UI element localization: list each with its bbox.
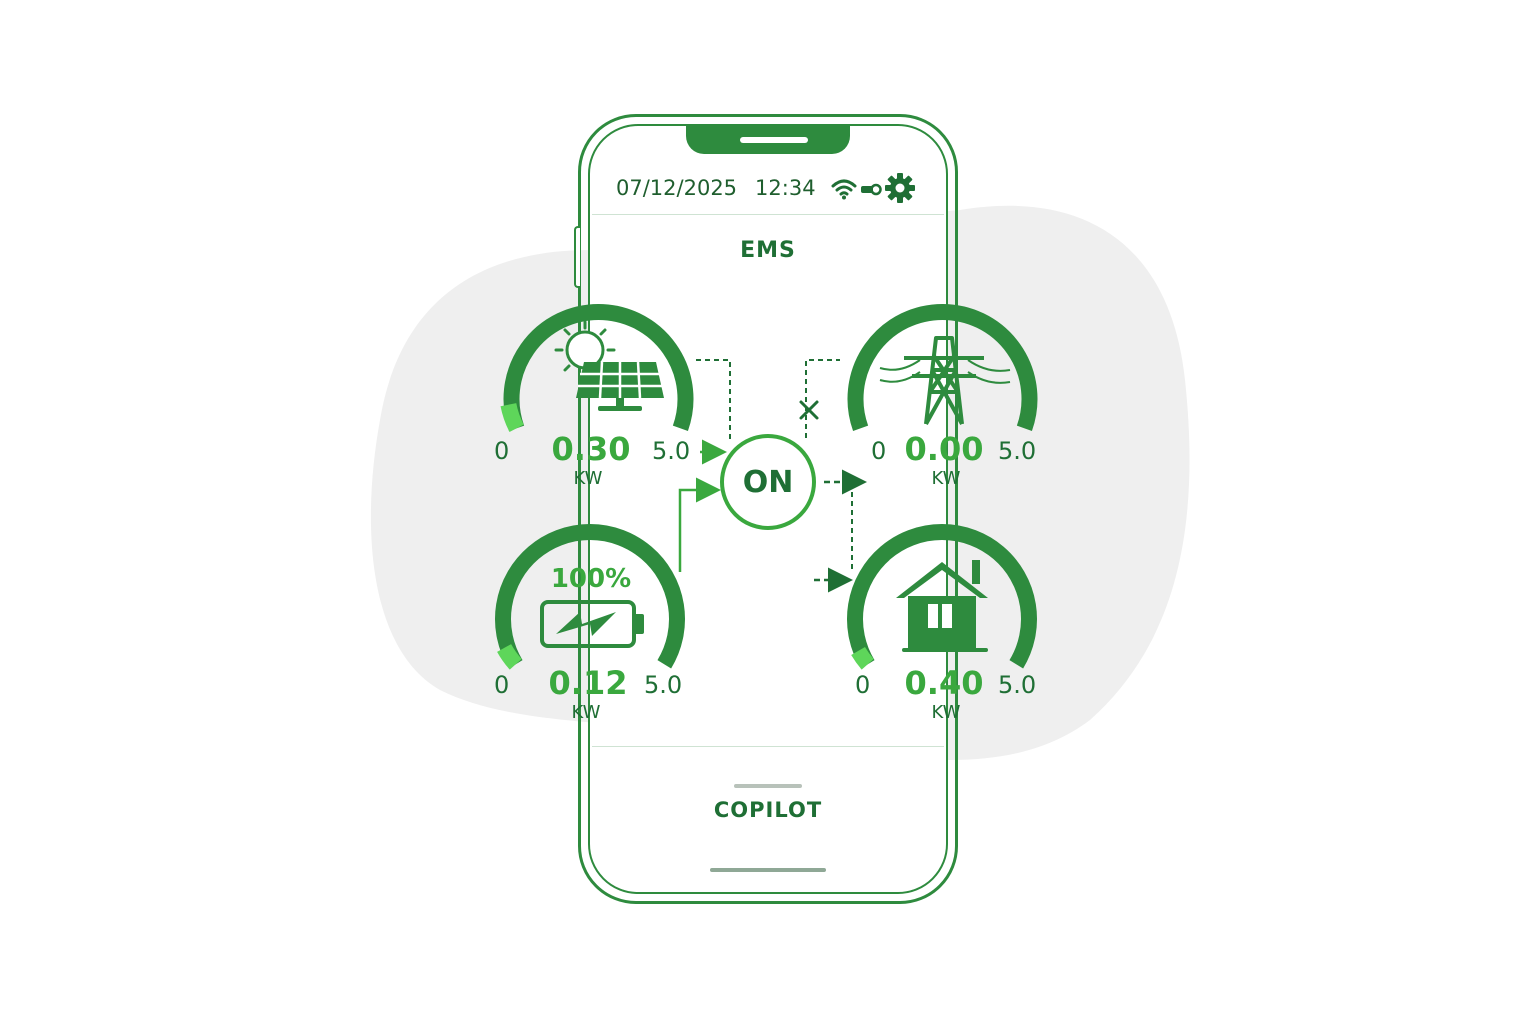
status-time: 12:34 — [755, 176, 816, 200]
battery-value: 0.12 — [548, 664, 628, 702]
home-unit: KW — [931, 702, 961, 723]
solar-gauge — [500, 304, 694, 432]
solar-min-label: 0 — [494, 437, 510, 465]
grid-unit: KW — [931, 468, 961, 489]
home-max-label: 5.0 — [998, 671, 1037, 699]
bottom-sheet-divider — [592, 746, 944, 747]
grid-disconnected-icon — [799, 400, 819, 420]
solar-max-label: 5.0 — [652, 437, 691, 465]
grid-max-label: 5.0 — [998, 437, 1037, 465]
flow-battery-to-ems — [678, 477, 721, 572]
bottom-sheet-handle[interactable] — [734, 784, 802, 788]
phone-speaker — [740, 137, 808, 143]
solar-value: 0.30 — [551, 430, 631, 468]
page-title: EMS — [740, 238, 796, 263]
grid-value: 0.00 — [904, 430, 984, 468]
battery-min-label: 0 — [494, 671, 510, 699]
phone-frame — [578, 114, 958, 904]
power-tower-icon — [879, 336, 1011, 425]
flow-solar-to-ems — [696, 359, 731, 465]
wifi-icon — [831, 179, 857, 200]
grid-min-label: 0 — [871, 437, 887, 465]
battery-unit: KW — [571, 702, 601, 723]
ems-on-label: ON — [742, 464, 794, 500]
home-value: 0.40 — [904, 664, 984, 702]
battery-max-label: 5.0 — [644, 671, 683, 699]
phone-side-button — [574, 226, 580, 288]
gear-icon[interactable] — [884, 172, 916, 204]
battery-gauge — [495, 524, 685, 670]
grid-gauge — [847, 304, 1038, 431]
solar-unit: KW — [573, 468, 603, 489]
status-bar: 07/12/2025 12:34 — [600, 170, 936, 206]
house-icon — [896, 560, 988, 652]
status-date: 07/12/2025 — [616, 176, 738, 200]
copilot-button[interactable]: COPILOT — [713, 798, 823, 822]
ems-on-toggle[interactable]: ON — [720, 434, 816, 530]
home-indicator — [710, 868, 826, 872]
home-gauge — [847, 524, 1037, 670]
battery-charge-percent: 100% — [550, 564, 632, 594]
home-min-label: 0 — [855, 671, 871, 699]
battery-charging-icon — [540, 600, 644, 648]
status-icons — [830, 172, 916, 204]
flow-ems-to-grid — [805, 359, 867, 495]
flow-ems-to-home — [814, 492, 853, 593]
status-divider — [592, 214, 944, 215]
key-icon — [860, 183, 882, 196]
solar-panel-icon — [554, 320, 664, 411]
